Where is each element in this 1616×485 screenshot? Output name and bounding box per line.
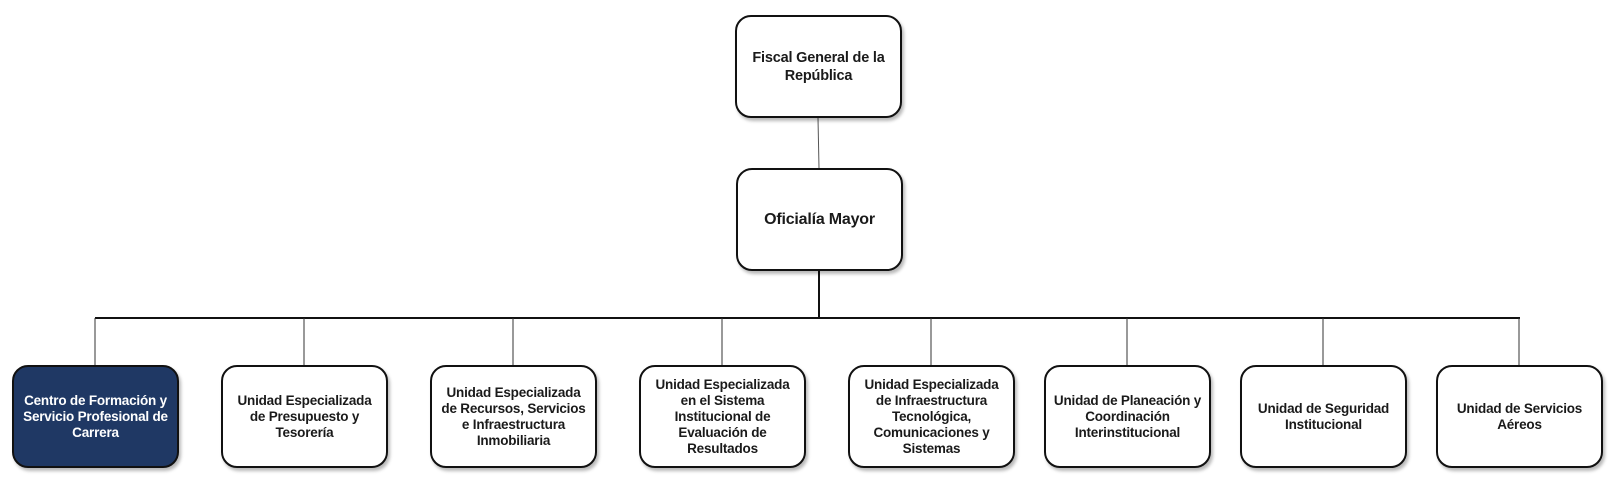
connector-root-to-oficialia [817,117,820,169]
node-label: Unidad Especializada de Recursos, Servic… [441,384,586,448]
node-label: Unidad de Planeación y Coordinación Inte… [1053,392,1202,440]
node-label: Centro de Formación y Servicio Profesion… [23,392,168,440]
node-seguridad-institucional: Unidad de Seguridad Institucional [1240,365,1407,468]
node-label: Unidad Especializada en el Sistema Insti… [655,376,790,456]
node-label: Unidad de Servicios Aéreos [1456,400,1583,432]
node-centro-formacion: Centro de Formación y Servicio Profesion… [12,365,179,468]
node-planeacion-coordinacion: Unidad de Planeación y Coordinación Inte… [1044,365,1211,468]
node-label: Unidad Especializada de Presupuesto y Te… [237,392,372,440]
node-label: Unidad de Seguridad Institucional [1257,400,1390,432]
node-oficialia-mayor: Oficialía Mayor [736,168,903,271]
node-infraestructura-tecnologica: Unidad Especializada de Infraestructura … [848,365,1015,468]
node-servicios-aereos: Unidad de Servicios Aéreos [1436,365,1603,468]
node-evaluacion-resultados: Unidad Especializada en el Sistema Insti… [639,365,806,468]
node-fiscal-general: Fiscal General de la República [735,15,902,118]
node-label: Unidad Especializada de Infraestructura … [864,376,999,456]
node-oficialia-mayor-label: Oficialía Mayor [764,210,875,228]
node-recursos-servicios: Unidad Especializada de Recursos, Servic… [430,365,597,468]
node-presupuesto-tesoreria: Unidad Especializada de Presupuesto y Te… [221,365,388,468]
node-fiscal-general-label: Fiscal General de la República [752,49,885,84]
